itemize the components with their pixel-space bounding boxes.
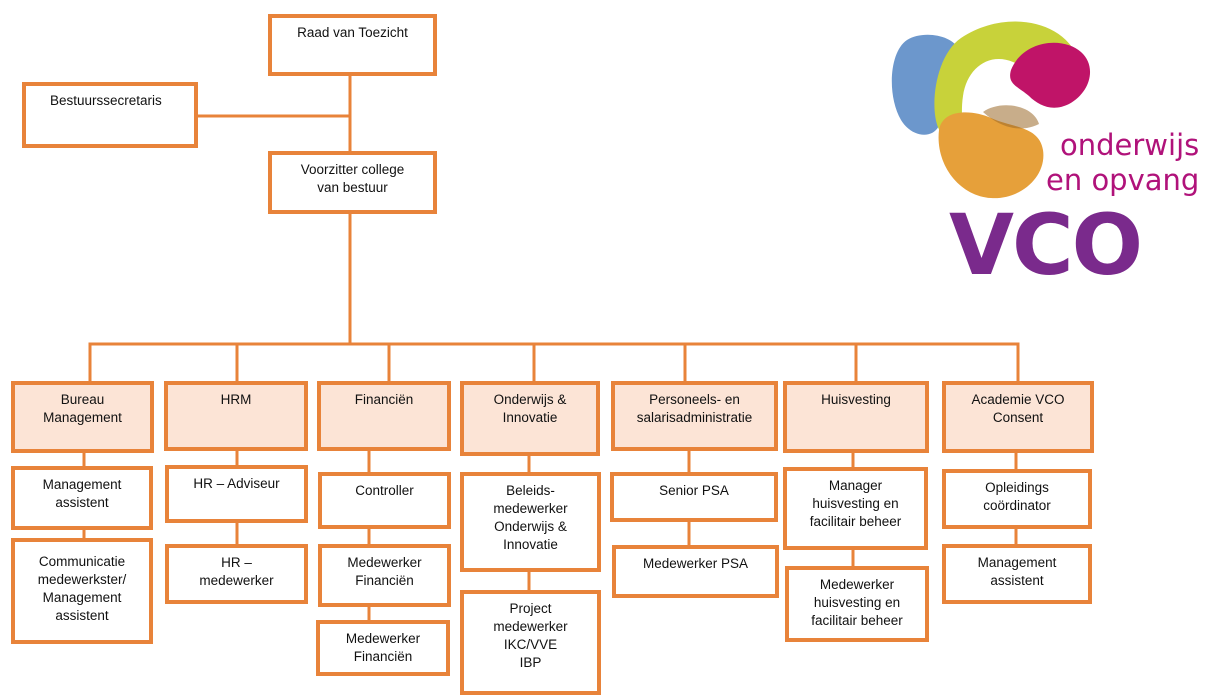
box-voorzitter: Voorzitter college van bestuur bbox=[268, 151, 437, 214]
vco-logo-shapes bbox=[891, 21, 1091, 199]
role-project-medewerker: Project medewerker IKC/VVE IBP bbox=[460, 590, 601, 695]
vco-logo: onderwijs en opvang VCO bbox=[883, 0, 1209, 322]
dept-hrm: HRM bbox=[164, 381, 308, 451]
role-manager-huisvesting: Manager huisvesting en facilitair beheer bbox=[783, 467, 928, 550]
role-hr-adviseur: HR – Adviseur bbox=[165, 465, 308, 523]
role-hr-medewerker: HR – medewerker bbox=[165, 544, 308, 604]
role-management-assistent: Management assistent bbox=[11, 466, 153, 530]
dept-onderwijs-innovatie: Onderwijs & Innovatie bbox=[460, 381, 600, 456]
role-senior-psa: Senior PSA bbox=[610, 472, 778, 522]
logo-brand: VCO bbox=[949, 196, 1143, 294]
dept-financien: Financiën bbox=[317, 381, 451, 451]
role-controller: Controller bbox=[318, 472, 451, 529]
role-opleidings-coordinator: Opleidings coördinator bbox=[942, 469, 1092, 529]
role-medewerker-huisvesting: Medewerker huisvesting en facilitair beh… bbox=[785, 566, 929, 642]
box-bestuurssecretaris: Bestuurssecretaris bbox=[22, 82, 198, 148]
logo-line2: en opvang bbox=[1046, 163, 1200, 197]
dept-personeels-salaris: Personeels- en salarisadministratie bbox=[611, 381, 778, 451]
role-medewerker-psa: Medewerker PSA bbox=[612, 545, 779, 598]
dept-huisvesting: Huisvesting bbox=[783, 381, 929, 453]
dept-academie-vco: Academie VCO Consent bbox=[942, 381, 1094, 453]
box-raad-van-toezicht: Raad van Toezicht bbox=[268, 14, 437, 76]
role-management-assistent-academie: Management assistent bbox=[942, 544, 1092, 604]
logo-line1: onderwijs bbox=[1060, 128, 1200, 162]
role-medewerker-financien-2: Medewerker Financiën bbox=[316, 620, 450, 676]
dept-bureau-management: Bureau Management bbox=[11, 381, 154, 453]
role-beleidsmedewerker: Beleids- medewerker Onderwijs & Innovati… bbox=[460, 472, 601, 572]
role-communicatie-medewerkster: Communicatie medewerkster/ Management as… bbox=[11, 538, 153, 644]
role-medewerker-financien-1: Medewerker Financiën bbox=[318, 544, 451, 607]
